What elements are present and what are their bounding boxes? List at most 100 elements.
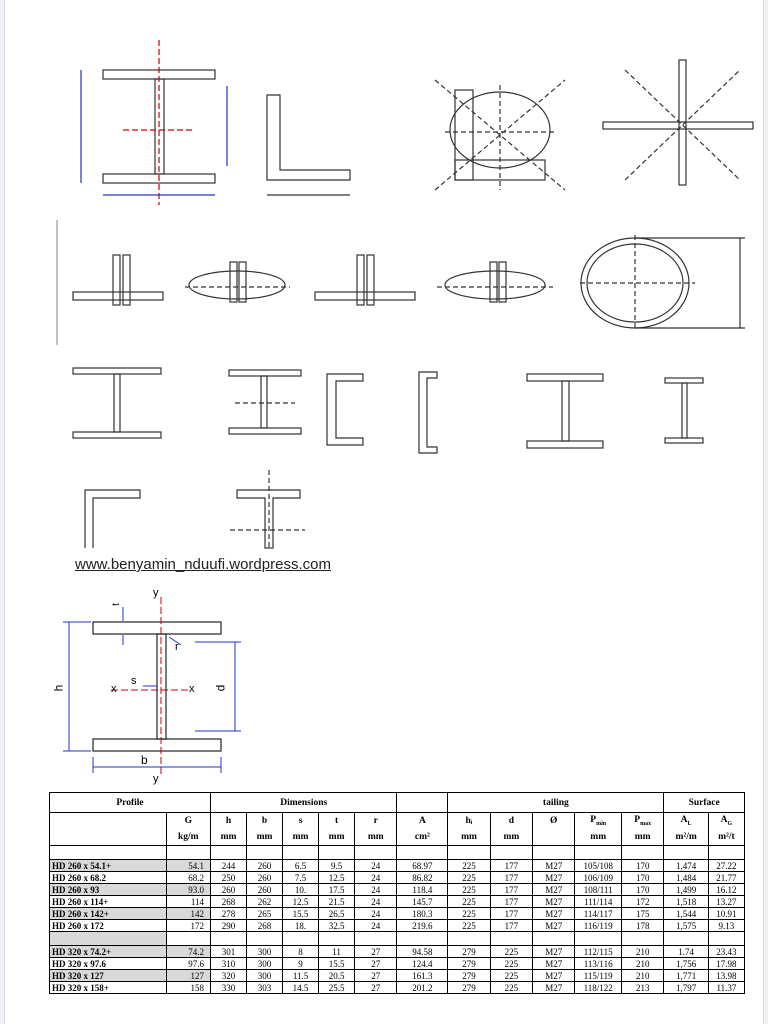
value-cell: 262	[246, 895, 284, 908]
value-cell: 279	[447, 969, 491, 982]
ibeam-section-svg	[63, 597, 241, 775]
value-cell: 170	[620, 883, 665, 896]
value-cell: 15.5	[318, 957, 356, 970]
value-cell: 303	[246, 981, 284, 994]
value-cell: 124.4	[396, 957, 449, 970]
value-cell: 161.3	[396, 969, 449, 982]
value-cell: 27	[354, 969, 398, 982]
value-cell: 25.5	[318, 981, 356, 994]
unit-b: mm	[246, 829, 284, 846]
website-link[interactable]: www.benyamin_nduufi.wordpress.com	[75, 556, 331, 573]
value-cell: 170	[620, 859, 665, 872]
value-cell: 1.74	[663, 945, 709, 958]
header-hi: hᵢ	[447, 812, 491, 830]
value-cell: 13.98	[707, 969, 746, 982]
value-cell: 21.77	[707, 871, 746, 884]
value-cell: 10.91	[707, 907, 746, 920]
value-cell: 172	[620, 895, 665, 908]
profile-cell: HD 260 x 142+	[49, 907, 167, 920]
value-cell: M27	[532, 957, 576, 970]
label-h: h	[51, 684, 66, 692]
value-cell: 260	[246, 871, 284, 884]
row3-drawings	[72, 367, 704, 454]
value-cell: M27	[532, 969, 576, 982]
value-cell: 114/117	[574, 907, 622, 920]
header-G: G	[165, 812, 212, 830]
unit-AG: m²/t	[707, 829, 746, 846]
value-cell: 108/111	[574, 883, 622, 896]
value-cell: 1,499	[663, 883, 709, 896]
profile-cell: HD 320 x 74.2+	[49, 945, 167, 958]
value-cell: 1,544	[663, 907, 709, 920]
value-cell: 112/115	[574, 945, 622, 958]
profile-cell: HD 320 x 127	[49, 969, 167, 982]
table-header-row-2: G h b s t r A hᵢ d Ø Pmin Pmax AL AG	[49, 812, 746, 830]
value-cell: 300	[246, 969, 284, 982]
value-cell: 180.3	[396, 907, 449, 920]
label-s: s	[131, 675, 137, 687]
value-cell: 68.2	[165, 871, 212, 884]
value-cell: 290	[210, 919, 248, 932]
value-cell: 177	[489, 859, 534, 872]
value-cell: 260	[246, 883, 284, 896]
value-cell: 225	[489, 945, 534, 958]
value-cell: 279	[447, 957, 491, 970]
unit-AL: m²/m	[663, 829, 709, 846]
profile-cell: HD 260 x 93	[49, 883, 167, 896]
section-drawings-area	[5, 0, 765, 560]
value-cell: 24	[354, 859, 398, 872]
header-r: r	[354, 812, 398, 830]
value-cell: 225	[489, 981, 534, 994]
value-cell: 13.27	[707, 895, 746, 908]
value-cell: 12.5	[282, 895, 320, 908]
value-cell: 268	[210, 895, 248, 908]
header-surface: Surface	[663, 792, 745, 813]
header-blank-a	[396, 792, 449, 813]
value-cell: M27	[532, 945, 576, 958]
value-cell: 9	[282, 957, 320, 970]
value-cell: M27	[532, 883, 576, 896]
value-cell: 9.5	[318, 859, 356, 872]
value-cell: 14.5	[282, 981, 320, 994]
label-t: t	[110, 603, 122, 606]
label-x-left: x	[111, 683, 117, 695]
profile-cell: HD 260 x 54.1+	[49, 859, 167, 872]
value-cell: 225	[447, 859, 491, 872]
label-y-top: y	[153, 587, 159, 599]
value-cell: 268	[246, 919, 284, 932]
value-cell: 9.13	[707, 919, 746, 932]
row4-drawings	[84, 470, 305, 549]
label-r: r	[175, 641, 179, 653]
header-pmax: Pmax	[620, 812, 665, 830]
value-cell: 177	[489, 883, 534, 896]
value-cell: 113/116	[574, 957, 622, 970]
header-dimensions: Dimensions	[210, 792, 398, 813]
unit-d: mm	[489, 829, 534, 846]
value-cell: 105/108	[574, 859, 622, 872]
value-cell: M27	[532, 859, 576, 872]
row2-drawings	[56, 220, 745, 345]
value-cell: 225	[447, 919, 491, 932]
value-cell: 1,797	[663, 981, 709, 994]
value-cell: 27	[354, 981, 398, 994]
value-cell: 24	[354, 919, 398, 932]
value-cell: 11	[318, 945, 356, 958]
header-h: h	[210, 812, 248, 830]
value-cell: 177	[489, 919, 534, 932]
value-cell: 210	[620, 957, 665, 970]
value-cell: 12.5	[318, 871, 356, 884]
value-cell: 1,771	[663, 969, 709, 982]
value-cell: 1,756	[663, 957, 709, 970]
value-cell: 127	[165, 969, 212, 982]
table-header-row-units: kg/m mm mm mm mm mm cm² mm mm mm mm m²/m…	[49, 829, 746, 846]
document-page: www.benyamin_nduufi.wordpress.com	[4, 0, 764, 1024]
value-cell: 225	[447, 883, 491, 896]
value-cell: 11.37	[707, 981, 746, 994]
value-cell: 27	[354, 957, 398, 970]
table-spacer-row	[49, 931, 746, 946]
value-cell: 24	[354, 907, 398, 920]
